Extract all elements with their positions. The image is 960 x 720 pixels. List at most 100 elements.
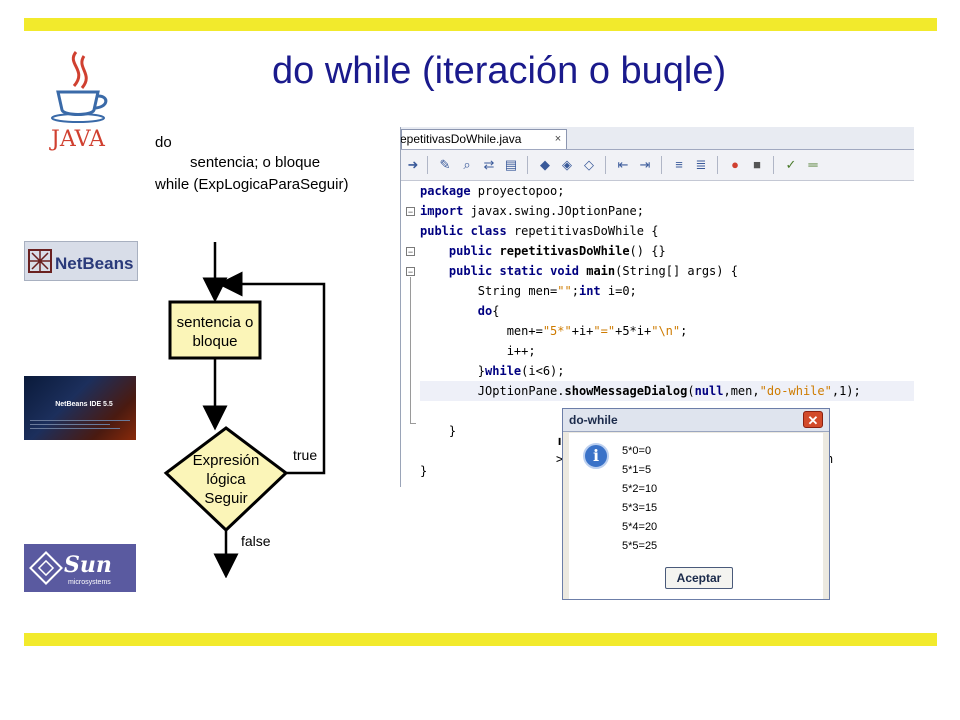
sun-logo: Sun microsystems [24,544,136,592]
code-token: men+= [420,324,543,338]
code-token: null [694,384,724,398]
dialog-body: i 5*0=0 5*1=5 5*2=10 5*3=15 5*4=20 5*5=2… [569,433,823,599]
prev-bookmark-icon[interactable]: ◈ [562,157,572,172]
code-token: static [499,264,543,278]
code-token [492,244,499,258]
message-dialog: do-while ✕ i 5*0=0 5*1=5 5*2=10 5*3=15 5… [562,408,830,600]
format-icon[interactable]: ✓ [785,157,797,172]
code-token: { [492,304,500,318]
code-token: repetitivasDoWhile { [506,224,659,238]
fold-toggle-icon[interactable]: − [406,247,415,257]
code-line: package proyectopoo; [420,181,914,201]
decision-text-2: lógica [206,471,246,488]
code-token: "do-while" [759,384,832,398]
next-bookmark-icon[interactable]: ◇ [584,157,594,172]
code-token: ; [680,324,688,338]
code-token [420,244,449,258]
shift-right-icon[interactable]: ⇥ [639,157,651,172]
code-line: }while(i<6); [420,361,914,381]
code-line: import javax.swing.JOptionPane; [420,201,914,221]
code-token: } [420,464,428,478]
code-token: public [448,244,493,258]
tab-repetitivasdowhile[interactable]: epetitivasDoWhile.java × [401,129,567,149]
code-line: } [420,461,914,481]
code-token: (String[] args) { [615,264,738,278]
code-editor[interactable]: − − − package proyectopoo;import javax.s… [401,181,914,487]
code-token: i=0; [600,284,637,298]
toggle-bookmark-icon[interactable]: ◆ [540,157,550,172]
false-label: false [241,533,271,549]
code-line: } [420,421,914,441]
code-line: do{ [420,301,914,321]
find-icon[interactable]: ✎ [439,157,451,172]
tab-label: epetitivasDoWhile.java [400,132,522,146]
code-line: public repetitivasDoWhile() {} [420,241,914,261]
code-token: "=" [593,324,616,338]
code-token: "\n" [651,324,681,338]
find-next-icon[interactable]: ⇄ [483,157,495,172]
close-icon[interactable]: ✕ [803,411,823,428]
dialog-message-line: 5*3=15 [622,502,658,514]
code-token: public [448,264,493,278]
code-token: i++; [420,344,536,358]
diff-icon[interactable]: ═ [808,157,818,172]
toolbar-separator [427,156,428,174]
stop-macro-icon[interactable]: ■ [753,157,761,172]
fold-line-end [410,423,416,424]
netbeans-logo-text: NetBeans [55,254,133,273]
code-fragment: ╻ [556,431,564,445]
code-line: public static void main(String[] args) { [420,261,914,281]
code-token [420,264,449,278]
code-token: import [420,204,464,218]
code-line: i++; [420,341,914,361]
toolbar-separator [717,156,718,174]
toolbar-separator [773,156,774,174]
code-token: while [485,364,522,378]
code-token: do [477,304,493,318]
true-loop-line [217,271,326,475]
code-token: ; [571,284,579,298]
uncomment-icon[interactable]: ≣ [695,157,707,172]
code-line: JOptionPane.showMessageDialog(null,men,"… [420,381,914,401]
dialog-message-line: 5*5=25 [622,540,658,552]
shift-left-icon[interactable]: ⇤ [617,157,629,172]
code-token: repetitivasDoWhile [499,244,630,258]
replace-icon[interactable]: ▤ [504,157,518,172]
tab-close-icon[interactable]: × [554,133,562,145]
bottom-accent-bar [24,633,937,646]
editor-gutter: − − − [401,181,419,487]
code-token: () {} [629,244,666,258]
process-box [168,300,262,360]
fold-toggle-icon[interactable]: − [406,207,415,217]
code-line: public class repetitivasDoWhile { [420,221,914,241]
code-token: javax.swing.JOptionPane; [463,204,644,218]
code-token [463,224,470,238]
netbeans-logo: NetBeans [24,241,138,281]
code-token: int [578,284,601,298]
true-label: true [293,447,317,463]
code-token: proyectopoo; [470,184,565,198]
fold-line [410,277,411,423]
accept-button[interactable]: Aceptar [665,567,733,589]
code-token: +5*i+ [615,324,652,338]
syntax-statement: sentencia; o bloque [190,154,321,171]
comment-icon[interactable]: ≡ [675,157,683,172]
code-token: (i<6); [521,364,565,378]
forward-icon[interactable]: ➜ [407,157,419,172]
code-token: ,1); [831,384,861,398]
find-prev-icon[interactable]: ⌕ [463,157,471,172]
record-macro-icon[interactable]: ● [731,157,739,172]
code-token: ,men, [723,384,760,398]
java-logo-text: JAVA [49,127,106,152]
code-line: men+="5*"+i+"="+5*i+"\n"; [420,321,914,341]
dialog-title-bar[interactable]: do-while ✕ [563,409,829,432]
code-token: package [420,184,471,198]
process-text-1: sentencia o [177,314,254,331]
fold-toggle-icon[interactable]: − [406,267,415,277]
code-token: class [470,224,507,238]
dialog-message-line: 5*4=20 [622,521,658,533]
code-token: "5*" [542,324,572,338]
code-token [543,264,550,278]
slide-title: do while (iteración o buqle) [272,50,727,92]
code-line: String men="";int i=0; [420,281,914,301]
